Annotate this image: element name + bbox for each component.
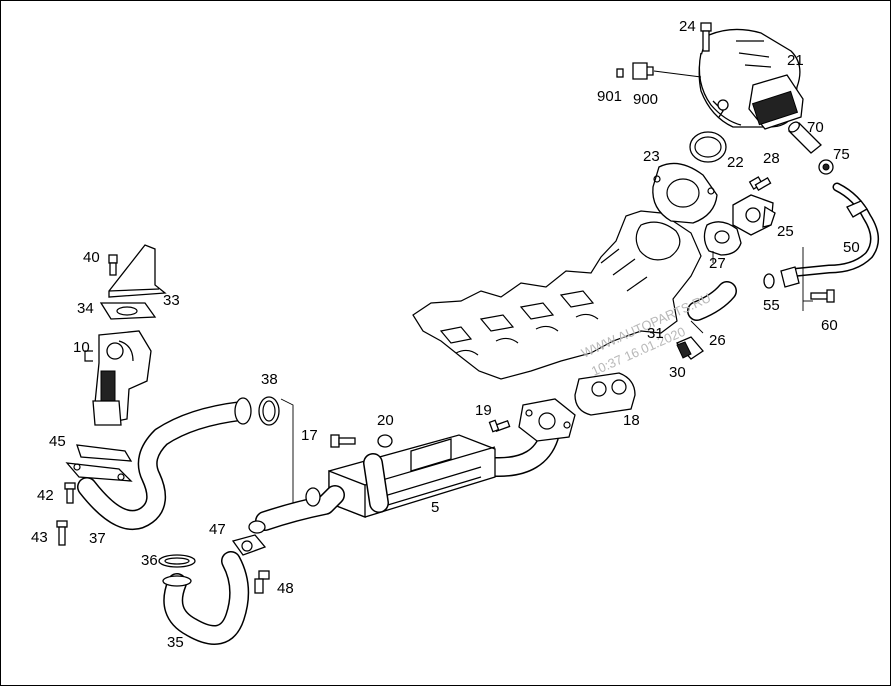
bolt-28: [748, 176, 772, 191]
callout-20: 20: [377, 412, 394, 429]
bolt-60: [810, 289, 835, 303]
callout-33: 33: [163, 292, 180, 309]
sensor-30: [675, 320, 704, 360]
pipe-35: [162, 551, 250, 645]
callout-17: 17: [301, 427, 318, 444]
flange-25: [732, 194, 776, 236]
gasket-45: [76, 444, 133, 462]
callout-43: 43: [31, 529, 48, 546]
gasket-34: [99, 302, 157, 320]
callout-75: 75: [833, 146, 850, 163]
gasket-47: [231, 534, 267, 556]
callout-900: 900: [633, 91, 659, 108]
callout-34: 34: [77, 300, 94, 317]
throttle-actuator: [698, 28, 804, 130]
callout-42: 42: [37, 487, 54, 504]
pipe-50: [780, 182, 879, 288]
callout-55: 55: [763, 297, 780, 314]
cooler-outlet-pipe: [459, 398, 576, 477]
callout-47: 47: [209, 521, 226, 538]
callout-48: 48: [277, 580, 294, 597]
callout-36: 36: [141, 552, 158, 569]
callout-30: 30: [669, 364, 686, 381]
bolt-40: [108, 254, 118, 276]
hose-70: [788, 121, 822, 154]
clamp-75: [818, 159, 834, 175]
bolt-48: [254, 570, 270, 594]
o-ring-38: [258, 396, 294, 505]
gasket-23: [652, 162, 718, 224]
gasket-22: [689, 131, 727, 163]
gasket-18: [574, 372, 636, 416]
bolt-42: [64, 482, 76, 504]
callout-37: 37: [89, 530, 106, 547]
cover-33: [108, 244, 167, 298]
gasket-27: [703, 221, 742, 256]
callout-60: 60: [821, 317, 838, 334]
o-ring-36: [158, 554, 196, 568]
callout-22: 22: [727, 154, 744, 171]
callout-5: 5: [431, 499, 440, 516]
callout-901: 901: [597, 88, 623, 105]
callout-23: 23: [643, 148, 660, 165]
o-ring-20: [377, 434, 393, 448]
callout-70: 70: [807, 119, 824, 136]
pipe-37: [77, 397, 252, 531]
callout-38: 38: [261, 371, 278, 388]
flange-37: [65, 462, 133, 482]
callout-40: 40: [83, 249, 100, 266]
egr-cooler: [328, 434, 496, 518]
egr-valve-10: [84, 330, 152, 426]
callout-25: 25: [777, 223, 794, 240]
callout-31: 31: [647, 325, 664, 342]
callout-35: 35: [167, 634, 184, 651]
callout-28: 28: [763, 150, 780, 167]
washer-55: [763, 273, 775, 289]
callout-26: 26: [709, 332, 726, 349]
callout-27: 27: [709, 255, 726, 272]
connector-901-900: [616, 62, 702, 80]
cooler-inlet-pipe: [248, 485, 345, 534]
callout-50: 50: [843, 239, 860, 256]
bolt-19: [488, 419, 511, 433]
egr-pipe-upper: [687, 281, 737, 321]
callout-21: 21: [787, 52, 804, 69]
bolt-24: [700, 22, 712, 52]
callout-18: 18: [623, 412, 640, 429]
bolt-17: [330, 434, 356, 448]
callout-45: 45: [49, 433, 66, 450]
callout-19: 19: [475, 402, 492, 419]
callout-24: 24: [679, 18, 696, 35]
leader-lines: [712, 247, 813, 311]
intake-manifold: [412, 210, 702, 380]
bolt-43: [56, 520, 68, 546]
callout-10: 10: [73, 339, 90, 356]
